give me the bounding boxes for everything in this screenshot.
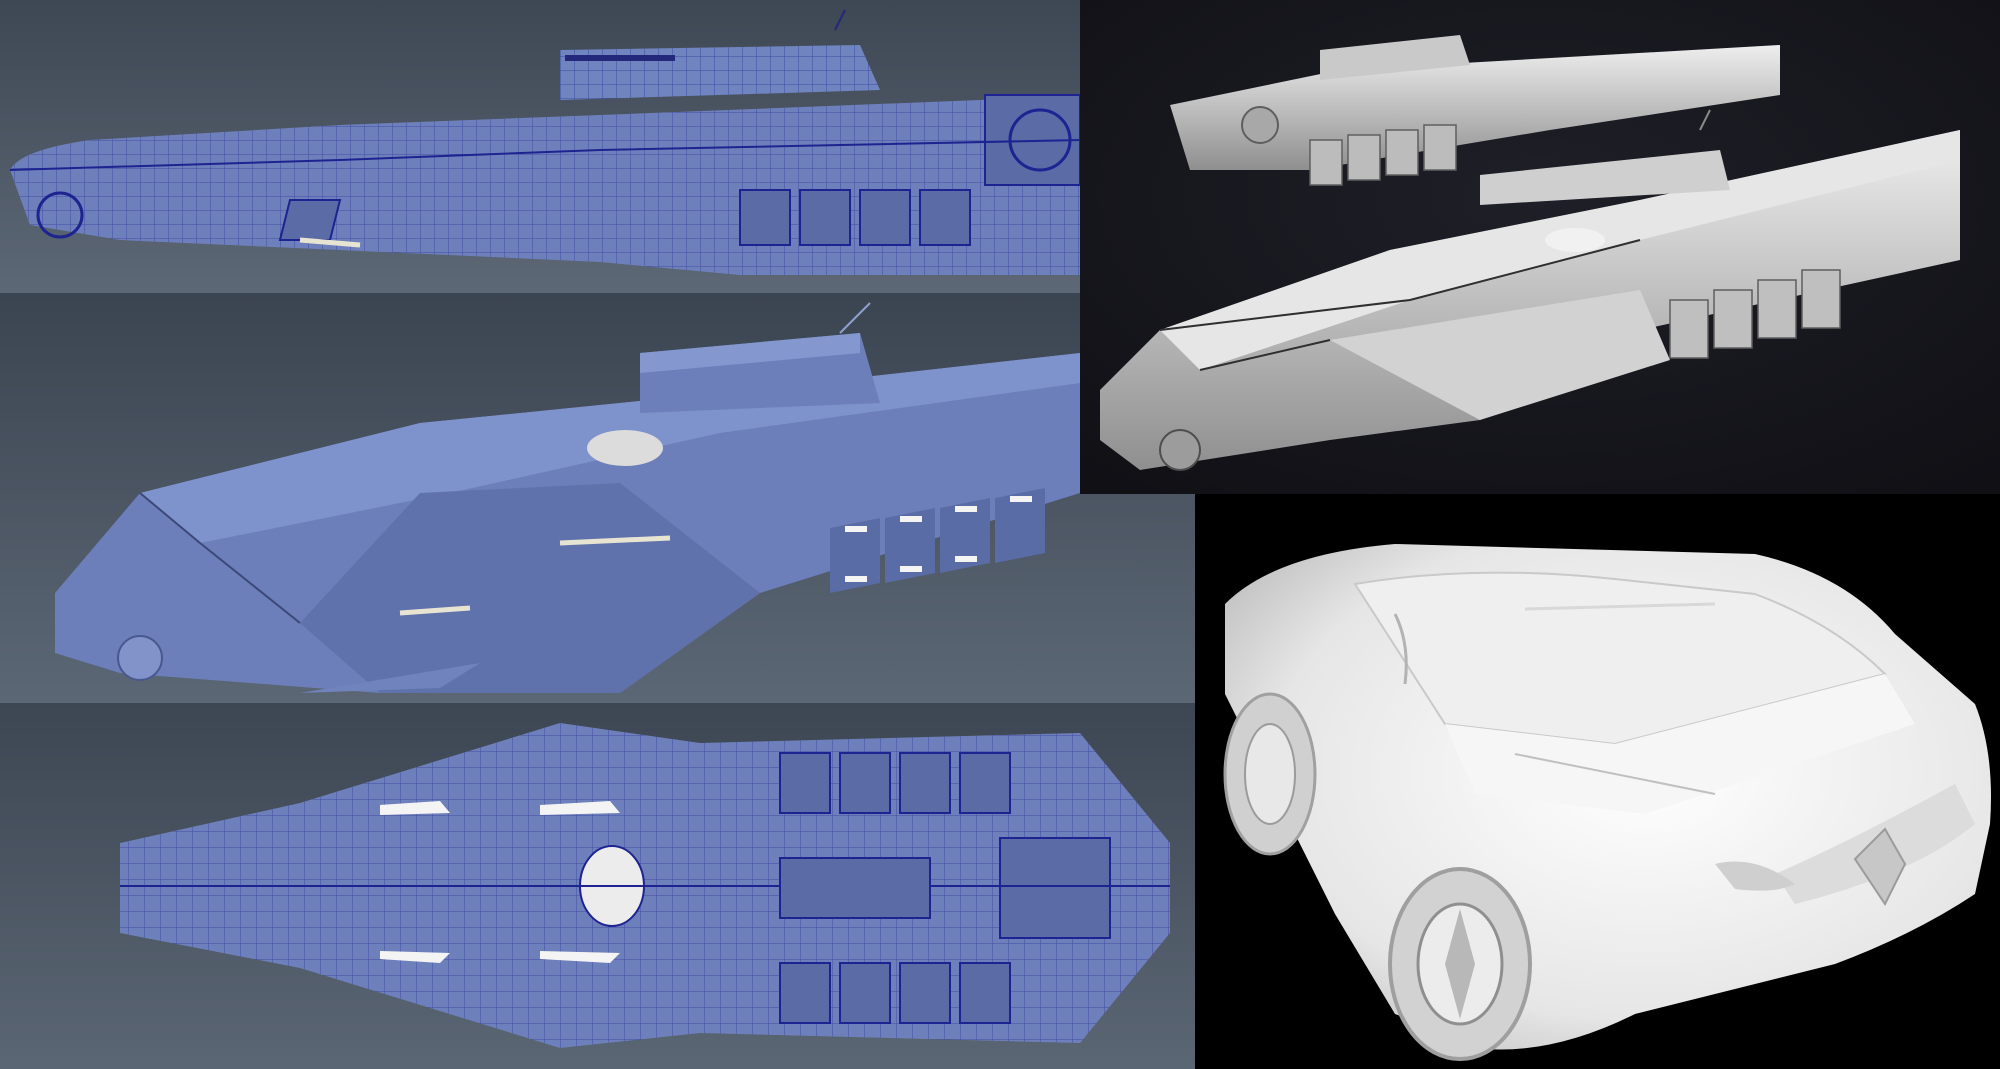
ships-clay-render bbox=[1080, 0, 2000, 494]
spaceship-side-mesh bbox=[9, 9, 1080, 275]
concept-car-model bbox=[1223, 544, 1991, 1061]
ships-render-image bbox=[1080, 0, 2000, 494]
top-wireframe-viewport[interactable] bbox=[0, 703, 1195, 1069]
side-wireframe-image bbox=[0, 0, 1080, 293]
car-clay-render bbox=[1195, 494, 2000, 1069]
spaceship-top-mesh bbox=[120, 723, 1170, 1048]
ship-back-render bbox=[1170, 35, 1780, 186]
perspective-shaded-viewport[interactable] bbox=[0, 293, 1195, 703]
ship-front-render bbox=[1100, 109, 1960, 471]
perspective-shaded-image bbox=[0, 293, 1195, 703]
car-render-image bbox=[1195, 494, 2000, 1069]
spaceship-perspective-model bbox=[55, 302, 1130, 693]
side-wireframe-viewport[interactable] bbox=[0, 0, 1080, 293]
top-wireframe-image bbox=[0, 703, 1195, 1069]
